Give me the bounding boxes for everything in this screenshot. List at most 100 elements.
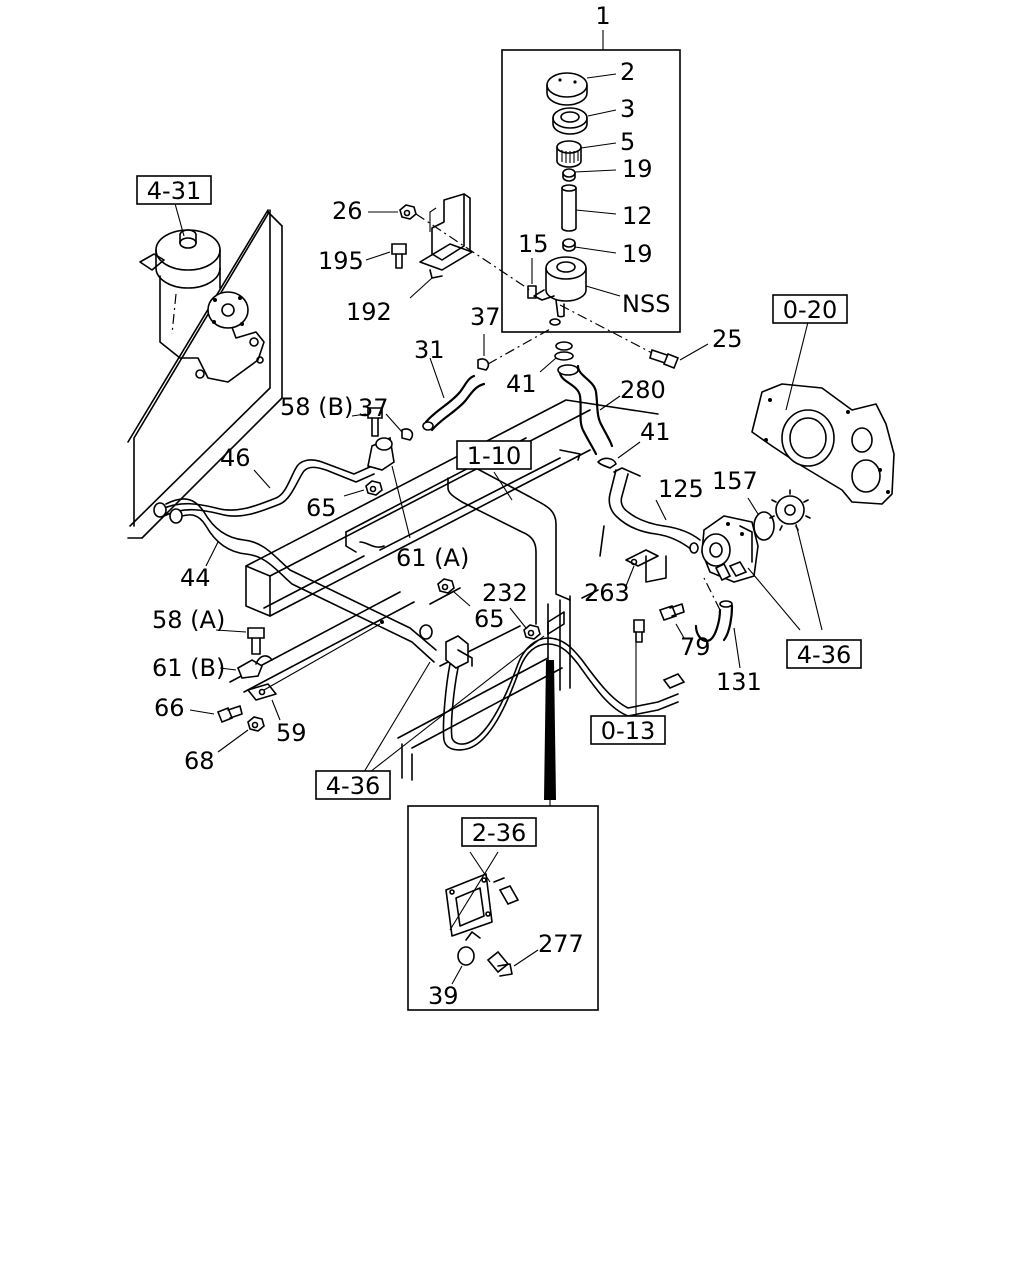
nut-68 xyxy=(217,716,265,753)
clamp-41-lower xyxy=(597,441,641,469)
inset-bracket xyxy=(445,851,520,937)
svg-text:0-13: 0-13 xyxy=(601,717,655,745)
callout-79: 79 xyxy=(680,633,711,661)
hose-131 xyxy=(694,577,741,669)
svg-text:2-36: 2-36 xyxy=(472,819,526,847)
ref-box-4-36-left: 4-36 xyxy=(315,770,391,800)
pipe-fitting-block xyxy=(445,635,473,669)
bolt-79 xyxy=(658,603,685,639)
reservoir-assembly-frame xyxy=(501,30,681,333)
svg-text:0-20: 0-20 xyxy=(783,296,837,324)
callout-65-lower: 65 xyxy=(474,605,505,633)
power-steering-pump xyxy=(139,199,265,383)
ref-box-0-13: 0-13 xyxy=(590,715,666,745)
callout-41-upper: 41 xyxy=(506,370,537,398)
ref-box-1-10: 1-10 xyxy=(456,440,532,470)
callout-19-lower: 19 xyxy=(622,240,653,268)
clamp-61b xyxy=(219,655,273,679)
pressure-pipe-46 xyxy=(159,459,375,517)
bolt-263 xyxy=(633,619,645,643)
reservoir-body xyxy=(533,256,621,326)
callout-25: 25 xyxy=(712,325,743,353)
bolt-25 xyxy=(559,304,709,370)
callout-131: 131 xyxy=(716,668,762,696)
detail-inset-frame xyxy=(407,805,599,1011)
callout-41-lower: 41 xyxy=(640,418,671,446)
ref-box-0-20: 0-20 xyxy=(772,294,848,324)
hose-31 xyxy=(422,357,486,432)
nut-65-upper xyxy=(343,480,383,497)
clamp-37-upper xyxy=(477,327,553,371)
callout-19-upper: 19 xyxy=(622,155,653,183)
callout-nss: NSS xyxy=(622,290,670,318)
inset-bolt-277 xyxy=(486,949,539,977)
callout-59: 59 xyxy=(276,719,307,747)
callout-61b: 61 (B) xyxy=(152,654,225,682)
callout-58a: 58 (A) xyxy=(152,606,225,634)
callout-195: 195 xyxy=(318,247,364,275)
clip-15 xyxy=(527,258,537,299)
svg-text:1-10: 1-10 xyxy=(467,442,521,470)
callout-46: 46 xyxy=(220,444,251,472)
callout-277: 277 xyxy=(538,930,584,958)
pipe-125 xyxy=(608,467,701,554)
callout-5: 5 xyxy=(620,128,635,156)
clamp-61a xyxy=(367,436,411,539)
bracket-192 xyxy=(409,193,473,299)
bracket-59 xyxy=(247,620,384,721)
vacuum-pump xyxy=(701,515,801,631)
svg-text:4-31: 4-31 xyxy=(147,177,201,205)
clamp-37-lower xyxy=(385,413,414,441)
nut-26 xyxy=(368,204,531,291)
callout-12: 12 xyxy=(622,202,653,230)
pump-assembly-frame xyxy=(127,209,283,539)
cooler-pipes xyxy=(442,637,686,751)
ref-box-4-31: 4-31 xyxy=(136,175,212,205)
svg-text:4-36: 4-36 xyxy=(326,772,380,800)
gear-case-cover xyxy=(751,321,895,505)
callout-280: 280 xyxy=(620,376,666,404)
svg-text:4-36: 4-36 xyxy=(797,641,851,669)
nut-65-lower xyxy=(437,578,471,607)
callout-labels: 1 2 3 5 19 12 19 15 NSS 26 195 192 37 31… xyxy=(152,2,762,1010)
bracket-263 xyxy=(625,549,667,587)
o-ring-157 xyxy=(747,497,775,541)
small-nut-upper xyxy=(562,168,617,182)
hose-280 xyxy=(555,341,621,456)
callout-263: 263 xyxy=(584,579,630,607)
small-nut-lower xyxy=(562,238,617,254)
bolt-58b xyxy=(351,407,383,437)
callout-3: 3 xyxy=(620,95,635,123)
bolt-195 xyxy=(365,243,407,269)
callout-44: 44 xyxy=(180,564,211,592)
fitting-232 xyxy=(509,607,541,640)
callout-1: 1 xyxy=(595,2,610,30)
callout-157: 157 xyxy=(712,467,758,495)
inset-fitting-39 xyxy=(451,931,481,985)
reservoir-filter xyxy=(556,140,617,168)
callout-58b: 58 (B) xyxy=(280,393,353,421)
drive-gear xyxy=(769,489,823,631)
callout-26: 26 xyxy=(332,197,363,225)
reservoir-seal xyxy=(552,107,617,135)
callout-65-upper: 65 xyxy=(306,494,337,522)
bolt-58a xyxy=(215,627,265,655)
hose-down-connector xyxy=(544,660,556,806)
callout-15: 15 xyxy=(518,230,549,258)
callout-61a: 61 (A) xyxy=(396,544,469,572)
callout-232: 232 xyxy=(482,579,528,607)
ref-box-4-36-right: 4-36 xyxy=(786,639,862,669)
leaders-4-36 xyxy=(363,635,637,773)
ref-box-2-36: 2-36 xyxy=(461,817,537,847)
callout-31: 31 xyxy=(414,336,445,364)
callout-192: 192 xyxy=(346,298,392,326)
bolt-66 xyxy=(189,705,243,724)
callout-37-upper: 37 xyxy=(470,303,501,331)
callout-68: 68 xyxy=(184,747,215,775)
callout-125: 125 xyxy=(658,475,704,503)
callout-37-lower: 37 xyxy=(358,394,389,422)
callout-2: 2 xyxy=(620,58,635,86)
reservoir-pipe xyxy=(561,184,617,232)
return-pipe-44 xyxy=(153,498,437,663)
